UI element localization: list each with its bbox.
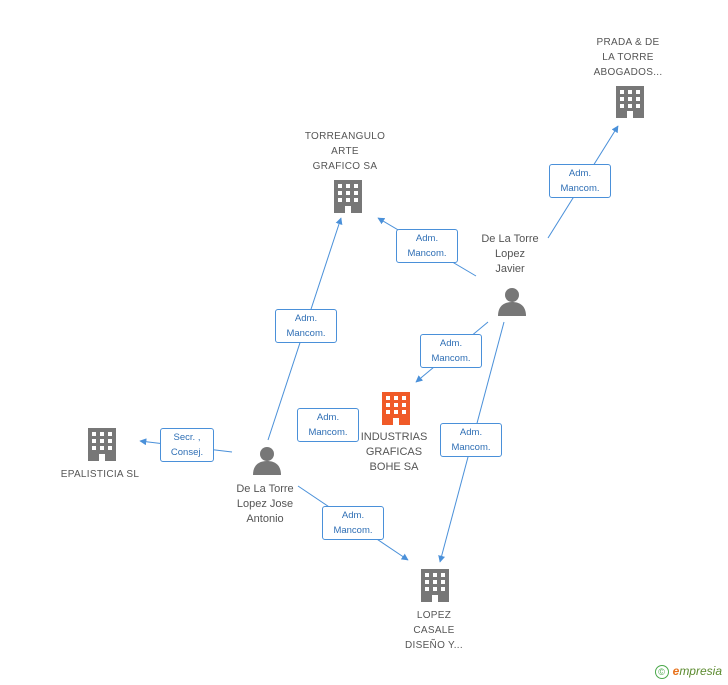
edge-label-jose-torreangulo: Adm. Mancom. bbox=[275, 309, 337, 343]
brand-name: mpresia bbox=[679, 664, 722, 679]
edge-label-javier-lopez: Adm. Mancom. bbox=[440, 423, 502, 457]
edge-label-jose-lopez: Adm. Mancom. bbox=[322, 506, 384, 540]
node-label-epalisticia[interactable]: EPALISTICIA SL bbox=[60, 469, 140, 480]
building-icon bbox=[88, 428, 116, 461]
node-label-javier[interactable]: De La Torre Lopez Javier bbox=[481, 233, 539, 275]
node-label-jose-antonio[interactable]: De La Torre Lopez Jose Antonio bbox=[236, 483, 294, 525]
node-label-prada[interactable]: PRADA & DE LA TORRE ABOGADOS... bbox=[593, 37, 663, 78]
edge-label-javier-prada: Adm. Mancom. bbox=[549, 164, 611, 198]
node-label-lopez-casale[interactable]: LOPEZ CASALE DISEÑO Y... bbox=[405, 610, 463, 651]
copyright-icon: © bbox=[654, 665, 669, 679]
edge-label-javier-industrias: Adm. Mancom. bbox=[420, 334, 482, 368]
edge-label-jose-industrias: Adm. Mancom. bbox=[297, 408, 359, 442]
building-icon bbox=[616, 86, 644, 118]
brand-e: e bbox=[672, 664, 680, 679]
person-icon bbox=[498, 288, 526, 316]
node-label-torreangulo[interactable]: TORREANGULO ARTE GRAFICO SA bbox=[304, 131, 386, 172]
building-icon-focus bbox=[382, 392, 410, 425]
person-icon bbox=[253, 447, 281, 475]
building-icon bbox=[334, 180, 362, 213]
building-icon bbox=[421, 569, 449, 602]
edge-label-javier-torreangulo: Adm. Mancom. bbox=[396, 229, 458, 263]
edge-label-jose-epalisticia: Secr. , Consej. bbox=[160, 428, 214, 462]
empresia-logo: ©empresia bbox=[654, 664, 722, 679]
node-label-industrias[interactable]: INDUSTRIAS GRAFICAS BOHE SA bbox=[360, 431, 428, 473]
